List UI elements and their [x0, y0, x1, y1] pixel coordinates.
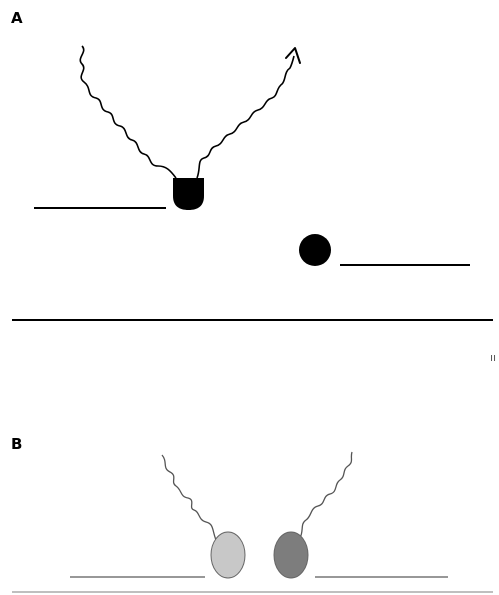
panel-a-outgoing-wave [196, 55, 295, 179]
arrowhead-icon [285, 47, 301, 64]
panel-a-incoming-wave [79, 45, 177, 179]
panel-b-left-wave [161, 454, 217, 541]
panel-a [12, 45, 493, 321]
stray-mark: ıı [490, 351, 497, 364]
panel-a-particle-upper [173, 178, 204, 210]
panel-b [12, 451, 493, 593]
panel-b-particle-left [210, 531, 246, 579]
panel-b-right-wave [299, 451, 353, 539]
panel-a-particle-lower [299, 234, 331, 266]
panel-a-label: A [11, 9, 23, 27]
panel-b-label: B [11, 435, 23, 453]
panel-b-particle-right [273, 531, 309, 579]
